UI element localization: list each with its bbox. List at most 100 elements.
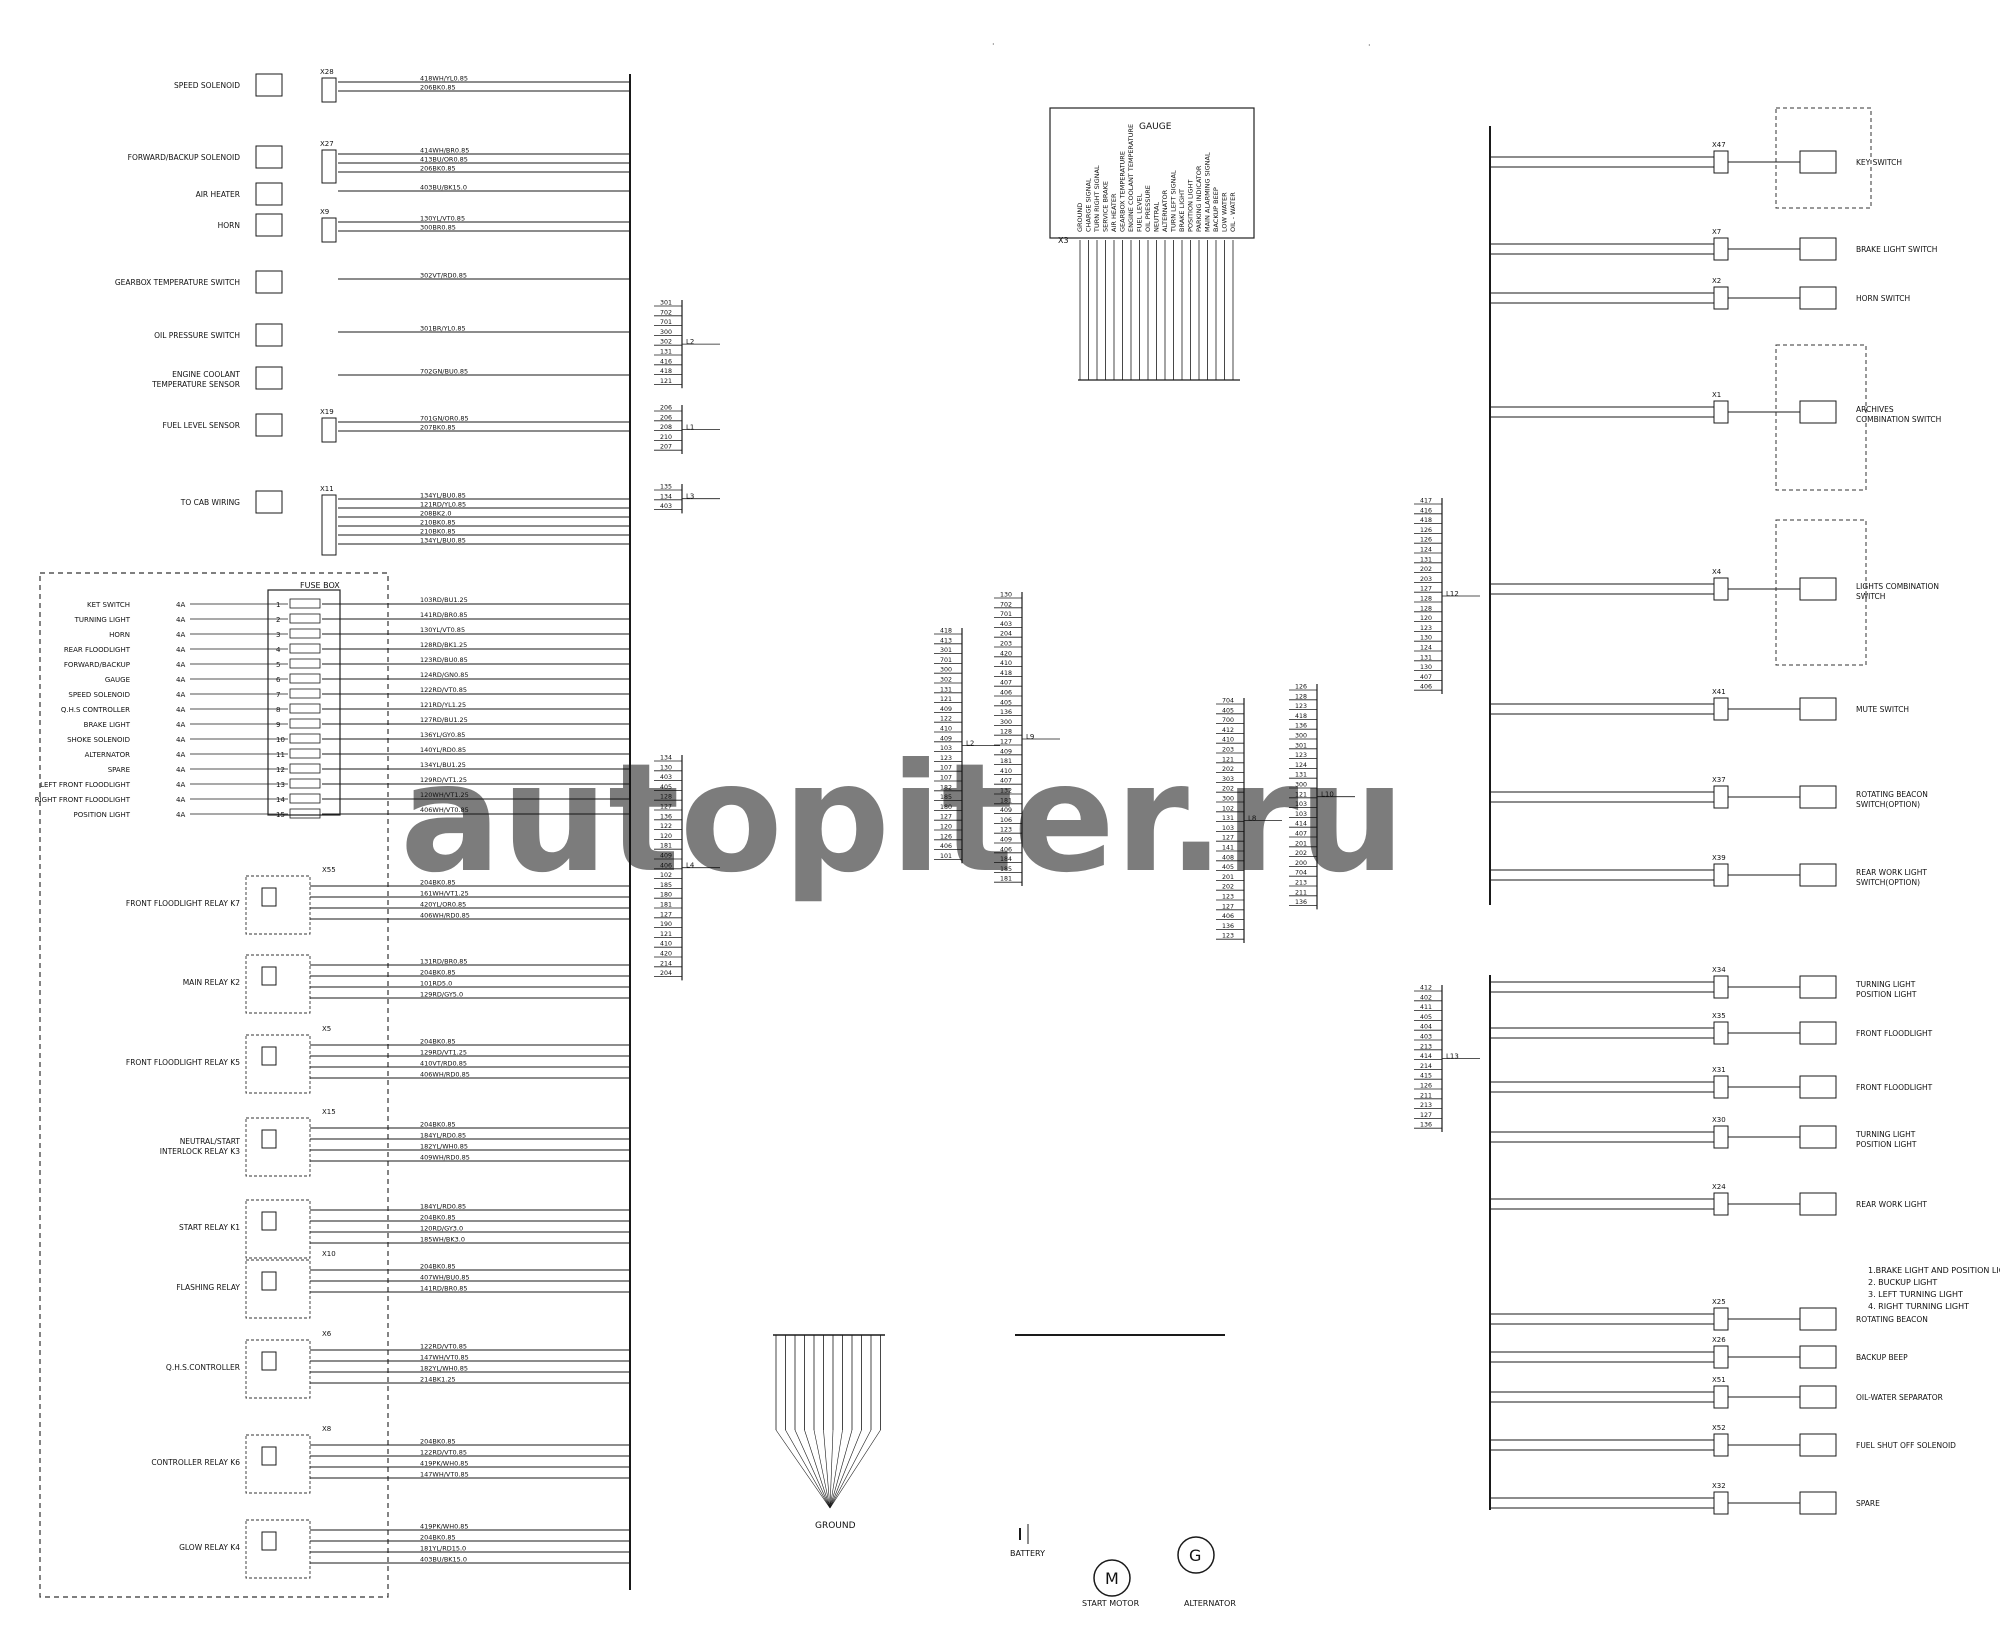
- component-symbol: [255, 213, 283, 237]
- component-symbol: [1799, 237, 1837, 261]
- harness-wire: 123: [1295, 752, 1307, 759]
- connector-id: X8: [322, 1425, 331, 1433]
- wire-label: 184YL/RD0.85: [420, 1132, 466, 1140]
- relay: Q.H.S.CONTROLLERX6122RD/VT0.85147WH/VT0.…: [166, 1330, 630, 1399]
- relay-box: [245, 1339, 311, 1399]
- connector-id: X28: [320, 68, 334, 76]
- harness-wire: 302: [660, 339, 672, 346]
- fuse-name: BRAKE LIGHT: [84, 721, 131, 729]
- harness-wire: 131: [1420, 654, 1432, 661]
- fuse-rating: 4A: [176, 781, 185, 789]
- harness-wire: 134: [660, 755, 672, 762]
- fuse: [289, 718, 321, 729]
- fuse-rating: 4A: [176, 601, 185, 609]
- harness-wire: 131: [1295, 772, 1307, 779]
- wire-label: 122RD/VT0.85: [420, 1449, 467, 1457]
- relay-label: FLASHING RELAY: [176, 1283, 240, 1292]
- relay-box: [245, 1034, 311, 1094]
- connector-id: X10: [322, 1250, 336, 1258]
- harness-wire: 410: [660, 941, 672, 948]
- relay-box: [245, 875, 311, 935]
- component-label: HORN SWITCH: [1856, 294, 1910, 303]
- gauge-signal: MAIN ALARMING SIGNAL: [1204, 152, 1212, 232]
- connector-block: [1713, 697, 1729, 721]
- component-label: BRAKE LIGHT SWITCH: [1856, 245, 1937, 254]
- svg-text:M: M: [1105, 1569, 1119, 1588]
- harness-wire: 405: [1222, 864, 1234, 871]
- wire-label: 410VT/RD0.85: [420, 1060, 467, 1068]
- connector-block: [1713, 863, 1729, 887]
- harness-wire: 412: [1222, 727, 1234, 734]
- harness-wire: 124: [1295, 762, 1307, 769]
- fuse-rating: 4A: [176, 631, 185, 639]
- harness-wire: 123: [1420, 625, 1432, 632]
- fuse-rating: 4A: [176, 811, 185, 819]
- harness-wire: 418: [1420, 517, 1432, 524]
- harness-wire: 181: [1000, 758, 1012, 765]
- harness-wire: 404: [1420, 1024, 1432, 1031]
- fuse-name: POSITION LIGHT: [74, 811, 131, 819]
- start-motor-symbol: [1093, 1559, 1131, 1597]
- relay-label: Q.H.S.CONTROLLER: [166, 1363, 240, 1372]
- harness-wire: 416: [1420, 507, 1432, 514]
- wire-label: 206BK0.85: [420, 84, 456, 92]
- gauge-signal: OIL PRESSURE: [1144, 185, 1152, 232]
- svg-text:·: ·: [992, 40, 995, 49]
- component-label: KEY SWITCH: [1856, 158, 1902, 167]
- connector-id: X19: [320, 408, 334, 416]
- fuse-rating: 4A: [176, 751, 185, 759]
- fuse: [289, 703, 321, 714]
- harness-wire: 701: [1000, 611, 1012, 618]
- connector-block: [1713, 1075, 1729, 1099]
- legend-line: 2. BUCKUP LIGHT: [1868, 1278, 1937, 1287]
- fuse: [289, 748, 321, 759]
- wire-label: 204BK0.85: [420, 879, 456, 887]
- wire-label: 204BK0.85: [420, 1263, 456, 1271]
- harness-wire: 413: [940, 637, 952, 644]
- wire-label: 419PK/WH0.85: [420, 1523, 469, 1531]
- wire-label: 407WH/BU0.85: [420, 1274, 470, 1282]
- fuse: [289, 658, 321, 669]
- left-component: TO CAB WIRINGX11134YL/BU0.85121RD/YL0.85…: [180, 485, 630, 556]
- wire-label: 134YL/BU0.85: [420, 537, 466, 545]
- harness-wire: 211: [1420, 1092, 1432, 1099]
- wire-label: 403BU/BK15.0: [420, 184, 467, 192]
- harness-wire: 132: [1000, 788, 1012, 795]
- wire-label: 131RD/BR0.85: [420, 958, 468, 966]
- wire-label: 134YL/BU1.25: [420, 761, 466, 769]
- fuse-number: 2: [276, 616, 280, 624]
- relay-label: GLOW RELAY K4: [179, 1543, 240, 1552]
- fuse-name: SPARE: [108, 766, 130, 774]
- harness-wire: 405: [1000, 699, 1012, 706]
- harness-stack: 1307027014032042034204104184074064051363…: [994, 592, 1060, 886]
- harness-wire: 122: [660, 823, 672, 830]
- fuse-rating: 4A: [176, 661, 185, 669]
- harness-wire: 409: [660, 853, 672, 860]
- fuse-rating: 4A: [176, 706, 185, 714]
- component-label: AIR HEATER: [196, 190, 240, 199]
- fuse-number: 11: [276, 751, 285, 759]
- ground-fan: [775, 1335, 881, 1509]
- harness-wire: 700: [1222, 717, 1234, 724]
- component-symbol: [1799, 1075, 1837, 1099]
- wire-label: 210BK0.85: [420, 519, 456, 527]
- harness-wire: 211: [1295, 889, 1307, 896]
- harness-wire: 185: [1000, 866, 1012, 873]
- harness-wire: 130: [660, 764, 672, 771]
- component-label: ARCHIVES: [1856, 405, 1894, 414]
- relay-coil: [261, 1446, 277, 1466]
- svg-text:G: G: [1189, 1546, 1201, 1565]
- component-symbol: [1799, 577, 1837, 601]
- wire-label: 101RD5.0: [420, 980, 452, 988]
- harness-wire: 202: [1222, 786, 1234, 793]
- gauge-signal: NEUTRAL: [1153, 202, 1161, 232]
- harness-wire: 407: [1000, 680, 1012, 687]
- harness-wire: 210: [660, 434, 672, 441]
- relay: FRONT FLOODLIGHT RELAY K7X55204BK0.85161…: [126, 866, 630, 935]
- wire-label: 204BK0.85: [420, 1438, 456, 1446]
- wire-label: 103RD/BU1.25: [420, 596, 468, 604]
